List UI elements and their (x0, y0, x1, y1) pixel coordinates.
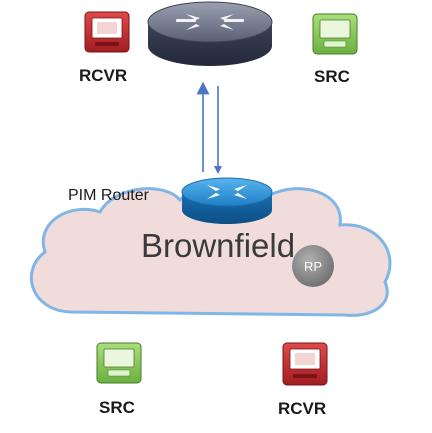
bottom-left-src-label: SRC (99, 398, 135, 417)
source-computer-icon (312, 13, 358, 55)
rp-badge: RP (292, 245, 334, 287)
bottom-right-rcvr-label: RCVR (278, 399, 326, 418)
pim-router-label: PIM Router (68, 187, 150, 204)
top-left-rcvr-label: RCVR (79, 66, 127, 85)
source-computer-icon (96, 342, 142, 384)
receiver-computer-icon (84, 11, 130, 53)
pim-router-icon (181, 177, 273, 224)
downstream-arrowhead (214, 166, 222, 174)
top-right-src-label: SRC (314, 67, 350, 86)
rp-badge-label: RP (304, 259, 322, 274)
core-router-icon (147, 1, 273, 66)
receiver-computer-icon (282, 342, 328, 386)
cloud-label: Brownfield (141, 227, 295, 264)
